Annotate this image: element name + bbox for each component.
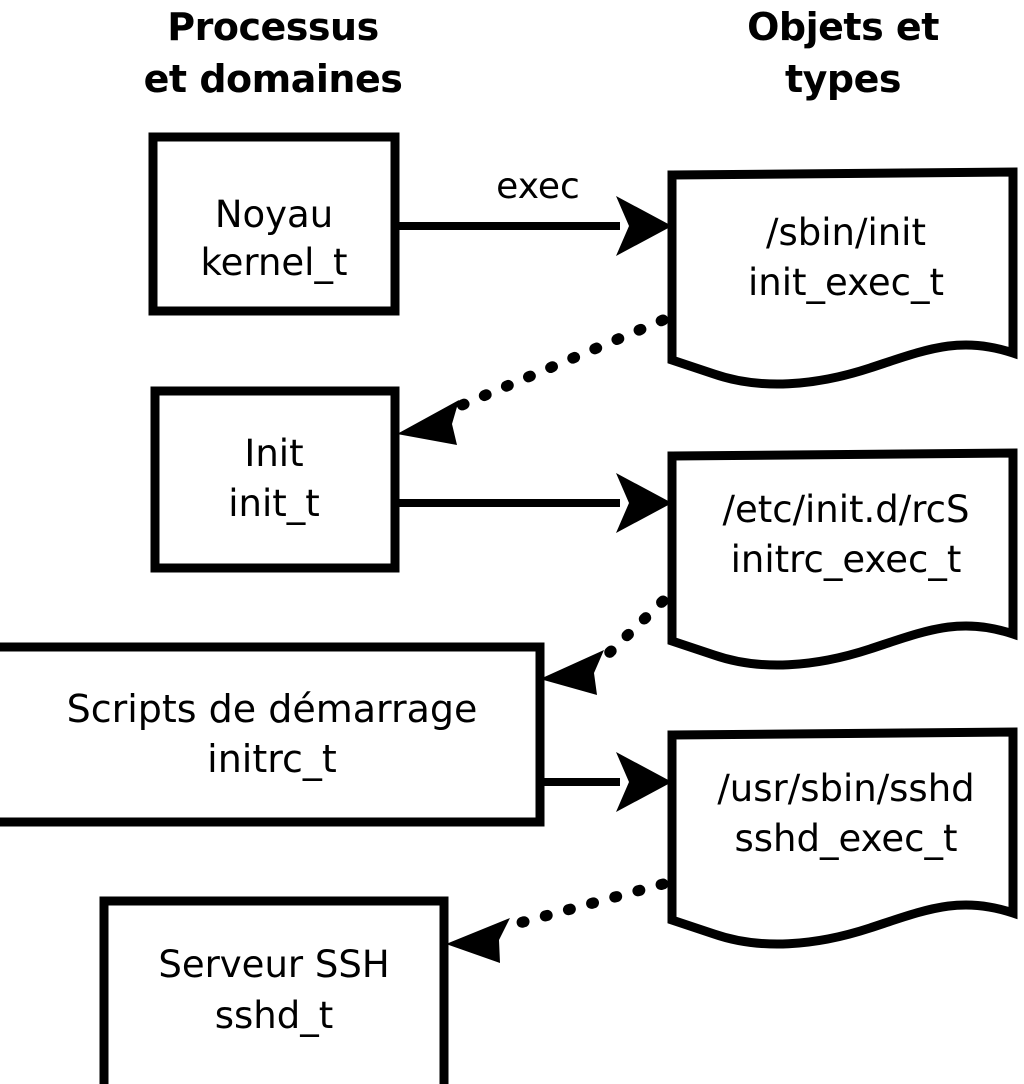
node-init-exec-document-shape[interactable] [667, 167, 1018, 389]
node-kernel[interactable]: Noyau kernel_t [148, 132, 400, 316]
edge-init-exec-to-init-line [456, 314, 669, 411]
edge-sshd-exec-to-sshd-arrowhead [446, 918, 510, 963]
node-initrc-exec-document-shape[interactable] [667, 448, 1018, 670]
edge-kernel-to-init-exec: exec [395, 166, 672, 256]
edge-initrc-to-sshd-exec [540, 752, 672, 812]
node-init-box[interactable] [150, 386, 400, 573]
node-initrc-line1: Scripts de démarrage [67, 687, 478, 731]
node-kernel-box[interactable] [148, 132, 400, 316]
column-header-objects-line2: types [785, 57, 901, 101]
edge-init-exec-to-init-arrowhead [397, 400, 459, 445]
edge-sshd-exec-to-sshd-line [506, 878, 669, 931]
edge-init-to-initrc-exec-arrowhead [616, 473, 672, 533]
node-init-exec-line2: init_exec_t [748, 261, 944, 304]
node-sshd-line2: sshd_t [215, 994, 334, 1037]
column-header-processes-line2: et domaines [144, 57, 403, 101]
node-initrc-box[interactable] [0, 642, 545, 827]
node-init-line1: Init [244, 432, 303, 475]
node-initrc-exec[interactable]: /etc/init.d/rcS initrc_exec_t [667, 448, 1018, 670]
edge-kernel-to-init-exec-arrowhead [616, 196, 672, 256]
node-init[interactable]: Init init_t [150, 386, 400, 573]
node-kernel-line1: Noyau [215, 193, 333, 236]
node-initrc-line2: initrc_t [207, 737, 337, 781]
node-initrc-exec-line2: initrc_exec_t [731, 538, 962, 581]
column-header-processes-line1: Processus [167, 5, 378, 49]
node-init-exec[interactable]: /sbin/init init_exec_t [667, 167, 1018, 389]
edge-init-to-initrc-exec [395, 473, 672, 533]
column-header-objects-line1: Objets et [747, 5, 939, 49]
node-sshd-exec-document-shape[interactable] [667, 727, 1018, 949]
node-sshd-exec[interactable]: /usr/sbin/sshd sshd_exec_t [667, 727, 1018, 949]
node-sshd-box[interactable] [99, 896, 449, 1084]
edge-initrc-exec-to-initrc [540, 595, 669, 695]
node-kernel-line2: kernel_t [201, 241, 348, 284]
edge-initrc-to-sshd-exec-arrowhead [616, 752, 672, 812]
node-sshd-line1: Serveur SSH [158, 943, 389, 986]
column-header-objects: Objets et types [747, 5, 940, 101]
node-init-exec-line1: /sbin/init [766, 211, 926, 254]
edge-label-exec: exec [496, 166, 580, 207]
column-header-processes: Processus et domaines [144, 5, 403, 101]
edge-sshd-exec-to-sshd [446, 878, 669, 963]
node-sshd-exec-line1: /usr/sbin/sshd [717, 767, 974, 810]
node-initrc-exec-line1: /etc/init.d/rcS [722, 488, 969, 531]
edge-initrc-exec-to-initrc-line [601, 595, 669, 661]
node-sshd[interactable]: Serveur SSH sshd_t [99, 896, 449, 1084]
node-sshd-exec-line2: sshd_exec_t [735, 817, 958, 860]
edge-initrc-exec-to-initrc-arrowhead [540, 650, 604, 695]
edge-init-exec-to-init [397, 314, 669, 445]
node-init-line2: init_t [228, 482, 320, 525]
node-initrc[interactable]: Scripts de démarrage initrc_t [0, 642, 545, 827]
